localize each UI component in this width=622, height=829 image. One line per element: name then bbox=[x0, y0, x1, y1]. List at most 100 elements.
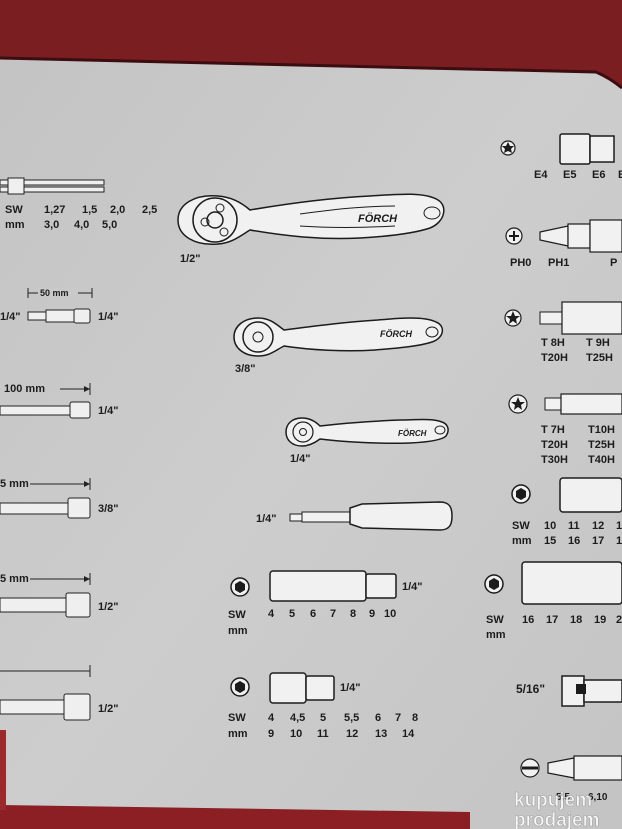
sw-size-a-1: 11 bbox=[568, 520, 580, 532]
torx-b-0: T20H bbox=[541, 352, 568, 364]
case-frame-left bbox=[0, 730, 6, 810]
center-mm-label-2: mm bbox=[228, 728, 248, 740]
deep-size-a-2: 5 bbox=[320, 712, 326, 724]
left-mm-value-2: 5,0 bbox=[102, 219, 117, 231]
center-sw-label: SW bbox=[228, 609, 246, 621]
big-size-1: 17 bbox=[546, 614, 558, 626]
center-mm-label: mm bbox=[228, 625, 248, 637]
ratchet-1-4-icon bbox=[285, 417, 449, 447]
left-q4-label: 1/2" bbox=[98, 601, 119, 613]
left-q1-label: 1/4" bbox=[0, 311, 21, 323]
ratchet-1-2-label: 1/2" bbox=[180, 253, 201, 265]
dimension-arrow-4 bbox=[30, 573, 91, 585]
dimension-arrow-3 bbox=[30, 478, 91, 490]
extension-100mm-icon bbox=[0, 401, 91, 419]
socket-3-8-icon bbox=[559, 477, 622, 513]
hex-socket-icon-4 bbox=[484, 574, 504, 594]
deep-size-b-1: 10 bbox=[290, 728, 302, 740]
torx2-c-1: T40H bbox=[588, 454, 615, 466]
left-sw-label: SW bbox=[5, 204, 23, 216]
slot-value-1: 6,10 bbox=[588, 792, 608, 803]
deep-size-a-3: 5,5 bbox=[344, 712, 359, 724]
left-sw-value-0: 1,27 bbox=[44, 204, 65, 216]
big-size-3: 19 bbox=[594, 614, 606, 626]
bit-adapter-icon bbox=[561, 675, 622, 707]
sw-size-b-2: 17 bbox=[592, 535, 604, 547]
left-q3-label: 3/8" bbox=[98, 503, 119, 515]
torx-bit-icon bbox=[504, 301, 622, 335]
socket-small-size: 1/4" bbox=[402, 581, 423, 593]
ph-size-1: PH1 bbox=[548, 257, 569, 269]
len-3-label: 5 mm bbox=[0, 478, 29, 490]
socket-deep-icon bbox=[269, 672, 335, 704]
e-size-2: E6 bbox=[592, 169, 605, 181]
ratchet-1-2-icon bbox=[177, 193, 445, 245]
extension-3-8-icon bbox=[0, 497, 91, 519]
screwdriver-label: 1/4" bbox=[256, 513, 277, 525]
ratchet-1-brand: FÖRCH bbox=[358, 212, 398, 225]
e-size-3: E bbox=[618, 169, 622, 181]
e-size-0: E4 bbox=[534, 169, 548, 181]
dimension-arrow-100mm bbox=[60, 383, 91, 395]
sw-size-a-3: 1 bbox=[616, 520, 622, 532]
torx2-a-0: T 7H bbox=[541, 424, 565, 436]
center-sw-label-2: SW bbox=[228, 712, 246, 724]
left-sw-value-2: 2,0 bbox=[110, 204, 125, 216]
socket-size-1: 5 bbox=[289, 608, 295, 620]
len-100mm-label: 100 mm bbox=[4, 383, 45, 395]
socket-size-2: 6 bbox=[310, 608, 316, 620]
left-q5-label: 1/2" bbox=[98, 703, 119, 715]
deep-size-b-2: 11 bbox=[317, 728, 329, 740]
big-size-4: 2 bbox=[616, 614, 622, 626]
screwdriver-handle-icon bbox=[289, 501, 453, 531]
slotted-bit-icon bbox=[547, 755, 622, 781]
extension-50mm-icon bbox=[27, 308, 91, 324]
slotted-icon bbox=[520, 758, 540, 778]
socket-size-3: 7 bbox=[330, 608, 336, 620]
len-50mm-label: 50 mm bbox=[40, 288, 69, 298]
socket-1-4-icon bbox=[269, 570, 397, 602]
socket-deep-size: 1/4" bbox=[340, 682, 361, 694]
sw-size-a-0: 10 bbox=[544, 520, 556, 532]
hex-socket-icon-2 bbox=[230, 677, 250, 697]
slot-value-0: 5,5 bbox=[556, 792, 570, 803]
torx-long-bit-icon bbox=[508, 393, 622, 415]
deep-size-a-6: 8 bbox=[412, 712, 418, 724]
phillips-bit-icon bbox=[539, 219, 622, 253]
e-socket-icon bbox=[559, 133, 615, 165]
ratchet-3-8-label: 3/8" bbox=[235, 363, 256, 375]
case-frame-bottom bbox=[0, 805, 470, 829]
ph-size-0: PH0 bbox=[510, 257, 531, 269]
torx2-b-1: T25H bbox=[588, 439, 615, 451]
ratchet-2-brand: FÖRCH bbox=[380, 329, 412, 339]
left-sw-value-1: 1,5 bbox=[82, 204, 97, 216]
left-mm-value-0: 3,0 bbox=[44, 219, 59, 231]
case-frame-top bbox=[0, 0, 622, 88]
torx2-b-0: T20H bbox=[541, 439, 568, 451]
deep-size-b-4: 13 bbox=[375, 728, 387, 740]
ratchet-3-8-icon bbox=[233, 317, 444, 357]
torx-b-1: T25H bbox=[586, 352, 613, 364]
kupujemprodajem-watermark: kupujem prodajem bbox=[514, 790, 600, 829]
torx-star-icon bbox=[500, 140, 516, 156]
left-sw-value-3: 2,5 bbox=[142, 204, 157, 216]
torx-2-row-2: T20H T25H bbox=[541, 439, 615, 451]
socket-1-2-icon bbox=[521, 561, 622, 605]
deep-size-a-5: 7 bbox=[395, 712, 401, 724]
extension-1-2-icon bbox=[0, 592, 91, 618]
adapter-label: 5/16" bbox=[516, 682, 545, 696]
right-sw-label-2: SW bbox=[486, 614, 504, 626]
left-q1b-label: 1/4" bbox=[98, 311, 119, 323]
left-q2-label: 1/4" bbox=[98, 405, 119, 417]
ph-size-2: P bbox=[610, 257, 617, 269]
